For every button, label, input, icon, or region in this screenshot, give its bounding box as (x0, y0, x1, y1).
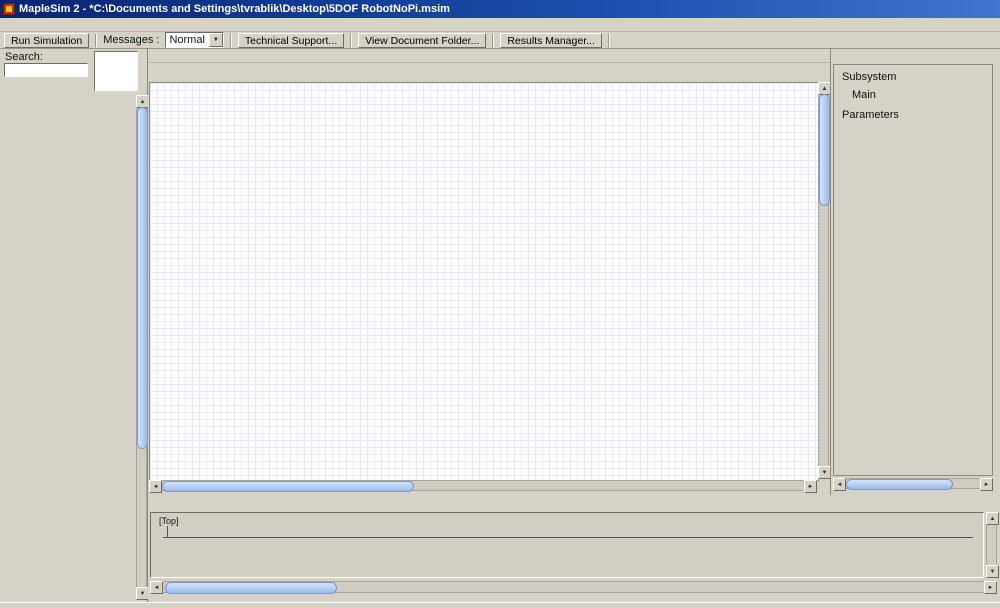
toolbar-separator (95, 33, 98, 47)
palette-scrollbar[interactable]: ▲ ▼ (136, 95, 149, 600)
canvas-vscrollbar[interactable]: ▲ ▼ (818, 82, 831, 479)
parameters-label: Parameters (842, 109, 899, 121)
messages-value: Normal (169, 34, 205, 46)
toolbar-separator (350, 33, 353, 47)
canvas-hscrollbar[interactable]: ◄ ► (149, 480, 817, 493)
main-toolbar: Run Simulation Messages : Normal ▼ Techn… (0, 32, 1000, 49)
toolbar-separator (229, 33, 232, 47)
scroll-down-icon[interactable]: ▼ (986, 565, 999, 578)
scroll-down-icon[interactable]: ▼ (818, 466, 831, 479)
components-hscrollbar-thumb[interactable] (165, 582, 337, 594)
canvas-hscrollbar-thumb[interactable] (162, 481, 414, 492)
drawing-toolbar (148, 63, 830, 81)
parameters-hscrollbar-thumb[interactable] (846, 479, 953, 490)
canvas-vscrollbar-thumb[interactable] (819, 94, 830, 206)
menu-bar (0, 18, 1000, 32)
chevron-down-icon[interactable]: ▼ (208, 33, 223, 47)
results-manager-button[interactable]: Results Manager... (500, 32, 602, 48)
scroll-up-icon[interactable]: ▲ (986, 512, 999, 525)
subsystem-label: Subsystem (842, 71, 897, 83)
tree-root-connector (167, 526, 168, 537)
view-document-folder-button[interactable]: View Document Folder... (358, 32, 487, 48)
parameters-panel-body: Subsystem Main Parameters (833, 64, 993, 476)
diagram-canvas[interactable] (149, 82, 819, 481)
window-title: MapleSim 2 - *C:\Documents and Settings\… (19, 3, 450, 15)
search-label: Search: (5, 51, 43, 63)
subsystem-name: Main (852, 89, 876, 101)
scroll-left-icon[interactable]: ◄ (833, 478, 846, 491)
scroll-right-icon[interactable]: ► (804, 480, 817, 493)
technical-support-button[interactable]: Technical Support... (237, 32, 345, 48)
component-palette-panel: Search: ▲ ▼ (0, 49, 149, 602)
scroll-right-icon[interactable]: ► (984, 581, 997, 594)
toolbar-separator (492, 33, 495, 47)
run-simulation-button[interactable]: Run Simulation (4, 32, 90, 48)
components-panel: [Top] ▲ ▼ ◄ ► (148, 495, 1000, 602)
palette-scrollbar-thumb[interactable] (137, 107, 148, 449)
components-hscrollbar[interactable]: ◄ ► (150, 581, 997, 594)
toolbar-separator (607, 33, 610, 47)
canvas-wrap: ▲ ▼ ◄ ► (148, 81, 831, 495)
messages-dropdown[interactable]: Normal ▼ (165, 32, 224, 48)
scroll-right-icon[interactable]: ► (980, 478, 993, 491)
title-bar: MapleSim 2 - *C:\Documents and Settings\… (0, 0, 1000, 18)
palette-sections (2, 95, 134, 600)
model-workspace: ▲ ▼ ◄ ► (148, 49, 831, 495)
component-tree-area: [Top] (150, 512, 984, 578)
app-icon (3, 3, 15, 15)
canvas-tabs (148, 49, 830, 63)
parameters-hscrollbar[interactable]: ◄ ► (833, 478, 993, 491)
scroll-left-icon[interactable]: ◄ (149, 480, 162, 493)
component-preview-box (94, 51, 138, 91)
messages-label: Messages : (103, 34, 160, 46)
tree-rail (163, 537, 973, 538)
search-input[interactable] (4, 63, 88, 77)
tree-root-label: [Top] (159, 516, 179, 526)
scroll-left-icon[interactable]: ◄ (150, 581, 163, 594)
status-bar (0, 602, 1000, 608)
components-vscrollbar[interactable]: ▲ ▼ (986, 512, 999, 578)
